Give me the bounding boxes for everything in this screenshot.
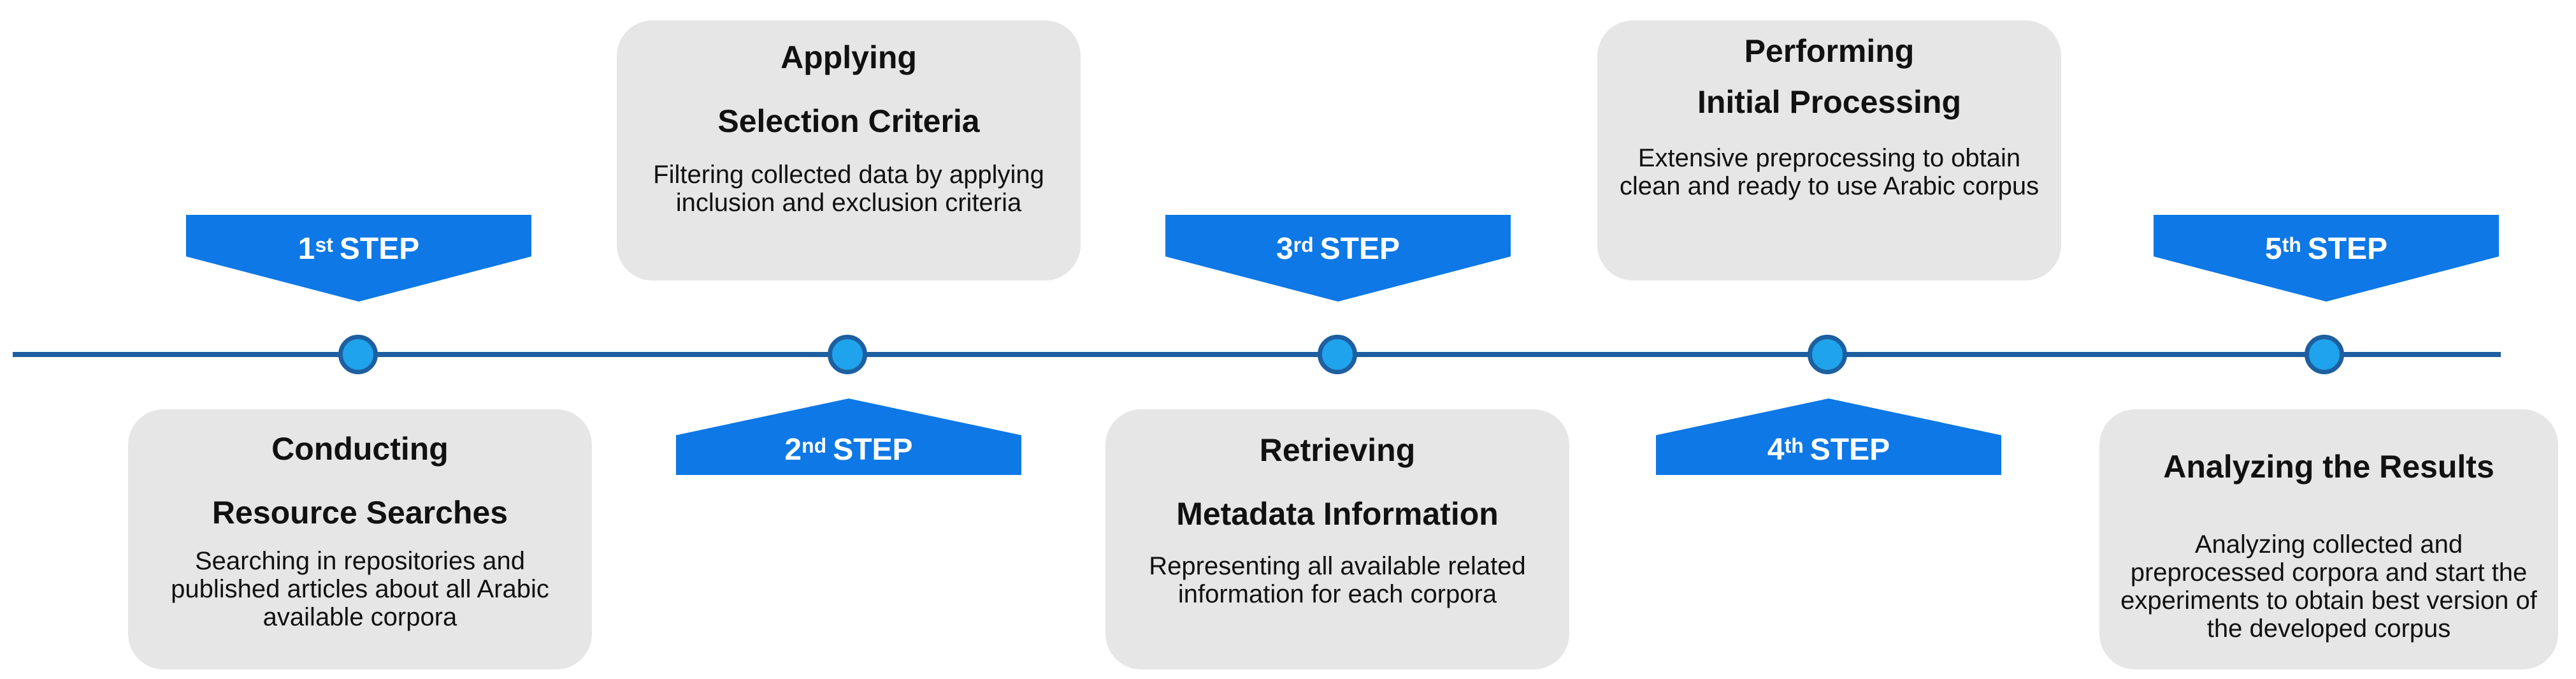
step-5-suffix: th (2282, 233, 2301, 256)
step-1-node (338, 335, 378, 374)
step-5-description: Analyzing collected and preprocessed cor… (2120, 530, 2537, 643)
step-1-title-line2: Resource Searches (212, 495, 508, 530)
step-5-ordinal: 5 (2264, 231, 2282, 266)
step-3-description: Representing all available related infor… (1149, 552, 1526, 608)
step-3-node (1318, 335, 1357, 374)
step-1-title-line1: Conducting (271, 431, 449, 467)
step-3-card: Retrieving Metadata Information Represen… (1105, 409, 1569, 669)
step-2-suffix: nd (802, 434, 827, 457)
step-4-title-line2: Initial Processing (1697, 84, 1961, 120)
step-2-card: Applying Selection Criteria Filtering co… (617, 20, 1081, 281)
step-5-word: STEP (2307, 231, 2388, 266)
step-4-suffix: th (1784, 434, 1804, 457)
step-1-suffix: st (315, 233, 333, 256)
step-2-ordinal: 2 (784, 432, 802, 467)
step-3-word: STEP (1320, 231, 1400, 266)
step-4-word: STEP (1810, 432, 1890, 467)
step-3-suffix: rd (1293, 233, 1314, 256)
step-2-node (828, 335, 867, 374)
step-3-title-line1: Retrieving (1259, 432, 1416, 468)
step-4-description: Extensive preprocessing to obtain clean … (1619, 144, 2040, 200)
step-4-card: Performing Initial Processing Extensive … (1597, 20, 2061, 281)
timeline-line (13, 352, 2501, 357)
step-5-title: Analyzing the Results (2163, 449, 2494, 485)
step-2-word: STEP (833, 432, 913, 467)
step-2-description: Filtering collected data by applying inc… (653, 161, 1044, 217)
step-1-card: Conducting Resource Searches Searching i… (128, 409, 592, 669)
step-5-card: Analyzing the Results Analyzing collecte… (2099, 409, 2558, 669)
step-3-title-line2: Metadata Information (1176, 496, 1499, 532)
step-5-node (2305, 335, 2344, 374)
step-1-ordinal: 1 (298, 231, 315, 266)
step-1-word: STEP (339, 231, 420, 266)
step-4-ordinal: 4 (1767, 432, 1785, 467)
step-4-title-line1: Performing (1744, 33, 1915, 69)
step-2-title-line2: Selection Criteria (717, 103, 980, 139)
step-2-title-line1: Applying (781, 40, 917, 75)
step-1-description: Searching in repositories and published … (171, 547, 549, 631)
step-3-ordinal: 3 (1276, 231, 1293, 266)
step-4-node (1808, 335, 1847, 374)
